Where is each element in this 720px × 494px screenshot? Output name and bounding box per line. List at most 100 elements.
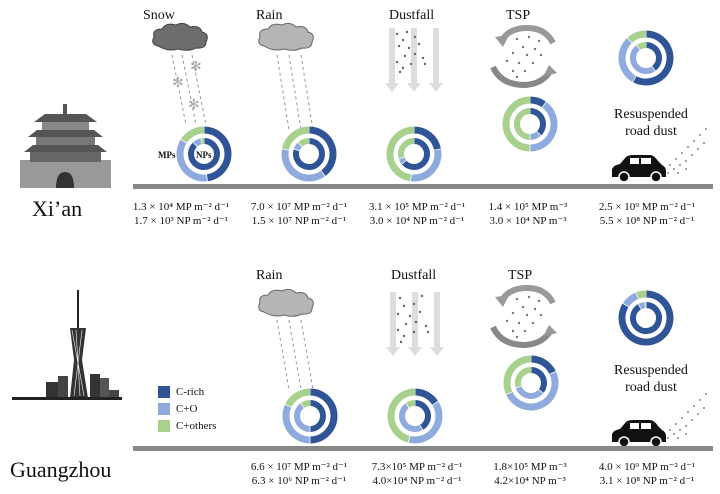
snow-cloud-icon xyxy=(152,22,208,51)
road-dust-title-line1: Resuspended xyxy=(614,363,688,378)
dustfall-arrows-icon xyxy=(385,28,443,92)
donut-gz-rain xyxy=(282,388,338,444)
mp-segment-c-rich xyxy=(530,355,556,375)
mp-segment-c-o xyxy=(281,148,326,182)
np-segment-c-rich xyxy=(293,138,325,170)
mp-segment-c-o xyxy=(408,401,443,444)
legend-item-c-others: C+others xyxy=(158,417,216,434)
segment-separator xyxy=(297,141,303,148)
segment-separator xyxy=(401,159,407,165)
flux-xian-dustfall: 3.1 × 10⁵ MP m⁻² d⁻¹ 3.0 × 10⁴ NP m⁻² d⁻… xyxy=(364,200,470,228)
legend-swatch-c-rich xyxy=(158,385,170,398)
donut-gz-road-dust xyxy=(618,290,674,346)
svg-text:✻: ✻ xyxy=(172,76,184,91)
mp-segment-c-rich xyxy=(632,30,674,86)
np-segment-c-others xyxy=(398,138,415,159)
segment-separator xyxy=(433,148,442,151)
segment-separator xyxy=(299,402,305,409)
source-title-road-dust-xian: Resuspended road dust xyxy=(606,106,696,140)
guangzhou-canton-tower-icon xyxy=(12,290,122,400)
flux-np: 4.0×10⁴ NP m⁻² d⁻¹ xyxy=(372,475,462,487)
mp-segment-c-rich xyxy=(414,388,439,406)
flux-np: 1.7 × 10³ NP m⁻² d⁻¹ xyxy=(134,215,228,227)
mp-segment-c-others xyxy=(386,126,415,182)
xian-drum-tower-icon xyxy=(20,104,111,188)
segment-separator xyxy=(541,101,547,109)
segment-separator xyxy=(632,75,637,83)
rain-cloud-icon-gz xyxy=(258,288,314,317)
dustfall-arrows-icon-gz xyxy=(386,292,444,356)
np-segment-c-rich xyxy=(188,138,220,170)
segment-separator xyxy=(284,403,293,408)
legend-label: C+others xyxy=(176,419,217,432)
np-segment-c-rich xyxy=(529,108,546,136)
np-segment-c-o xyxy=(193,138,203,147)
flux-mp: 6.6 × 10⁷ MP m⁻² d⁻¹ xyxy=(250,461,348,473)
ring-label-mps: MPs xyxy=(158,150,176,160)
np-segment-c-o xyxy=(398,156,407,165)
source-title-rain: Rain xyxy=(256,8,283,23)
segment-separator xyxy=(419,424,424,431)
donut-xian-rain xyxy=(281,126,337,182)
flux-gz-rain: 6.6 × 10⁷ MP m⁻² d⁻¹ 6.3 × 10⁶ NP m⁻² d⁻… xyxy=(246,460,352,488)
segment-separator xyxy=(180,138,188,144)
mp-segment-c-others xyxy=(502,96,531,152)
segment-separator xyxy=(637,303,642,310)
mp-segment-c-rich xyxy=(529,96,547,108)
flux-np: 3.1 × 10⁸ NP m⁻² d⁻¹ xyxy=(599,475,695,487)
np-segment-c-others xyxy=(636,42,647,51)
source-title-dustfall: Dustfall xyxy=(389,8,435,23)
np-segment-c-o xyxy=(529,131,541,140)
svg-text:✻: ✻ xyxy=(190,60,202,75)
segment-separator xyxy=(281,148,290,151)
mp-segment-c-o xyxy=(282,404,311,444)
mp-segment-c-rich xyxy=(309,388,338,444)
np-segment-c-o xyxy=(638,302,646,310)
np-segment-c-o xyxy=(294,403,311,432)
source-title-tsp-gz: TSP xyxy=(508,268,533,283)
segment-separator xyxy=(622,302,630,308)
legend-label: C+O xyxy=(176,402,198,415)
flux-mp: 1.3 × 10⁴ MP m⁻² d⁻¹ xyxy=(132,201,230,213)
mp-segment-c-others xyxy=(627,30,647,44)
segment-separator xyxy=(538,388,544,394)
legend-item-c-rich: C-rich xyxy=(158,383,216,400)
ground-line-xian xyxy=(133,184,713,189)
source-title-snow: Snow xyxy=(143,8,175,23)
rain-lines-icon-gz xyxy=(276,319,314,391)
flux-xian-snow: 1.3 × 10⁴ MP m⁻² d⁻¹ 1.7 × 10³ NP m⁻² d⁻… xyxy=(128,200,234,228)
mp-segment-c-others xyxy=(387,388,416,443)
mp-segment-c-o xyxy=(618,37,637,83)
ring-label-nps: NPs xyxy=(196,150,212,160)
mp-segment-c-others xyxy=(635,290,647,299)
np-segment-c-o xyxy=(515,385,544,399)
np-segment-c-others xyxy=(515,367,532,388)
snowfall-lines-icon: ✻✻✻ xyxy=(171,54,207,126)
mp-segment-c-o xyxy=(176,139,208,182)
rain-cloud-icon xyxy=(258,22,314,51)
source-title-tsp: TSP xyxy=(506,8,531,23)
legend-swatch-c-o xyxy=(158,402,170,415)
np-segment-c-rich xyxy=(414,400,431,431)
flux-mp: 2.5 × 10⁹ MP m⁻² d⁻¹ xyxy=(598,201,696,213)
np-segment-c-rich xyxy=(645,42,662,71)
car-dust-icon-xian xyxy=(612,128,707,183)
segment-separator xyxy=(192,141,198,148)
flux-np: 1.5 × 10⁷ NP m⁻² d⁻¹ xyxy=(251,215,347,227)
mp-segment-c-rich xyxy=(203,126,232,182)
np-segment-c-rich xyxy=(309,400,326,432)
source-title-road-dust-gz: Resuspended road dust xyxy=(606,362,696,396)
flux-np: 6.3 × 10⁶ NP m⁻² d⁻¹ xyxy=(251,475,347,487)
flux-mp: 4.0 × 10⁹ MP m⁻² d⁻¹ xyxy=(598,461,696,473)
road-dust-title-line2: road dust xyxy=(625,380,677,395)
mp-segment-c-others xyxy=(503,355,532,395)
legend: C-rich C+O C+others xyxy=(158,383,216,434)
flux-gz-tsp: 1.8×10⁵ MP m⁻³ 4.2×10⁴ NP m⁻³ xyxy=(482,460,578,488)
tsp-cycle-icon xyxy=(490,24,557,89)
legend-label: C-rich xyxy=(176,385,205,398)
np-segment-c-o xyxy=(630,45,656,74)
np-segment-c-others xyxy=(514,108,531,140)
donut-xian-tsp xyxy=(502,96,558,152)
np-segment-c-rich xyxy=(630,302,662,334)
flux-mp: 1.8×10⁵ MP m⁻³ xyxy=(493,461,567,473)
